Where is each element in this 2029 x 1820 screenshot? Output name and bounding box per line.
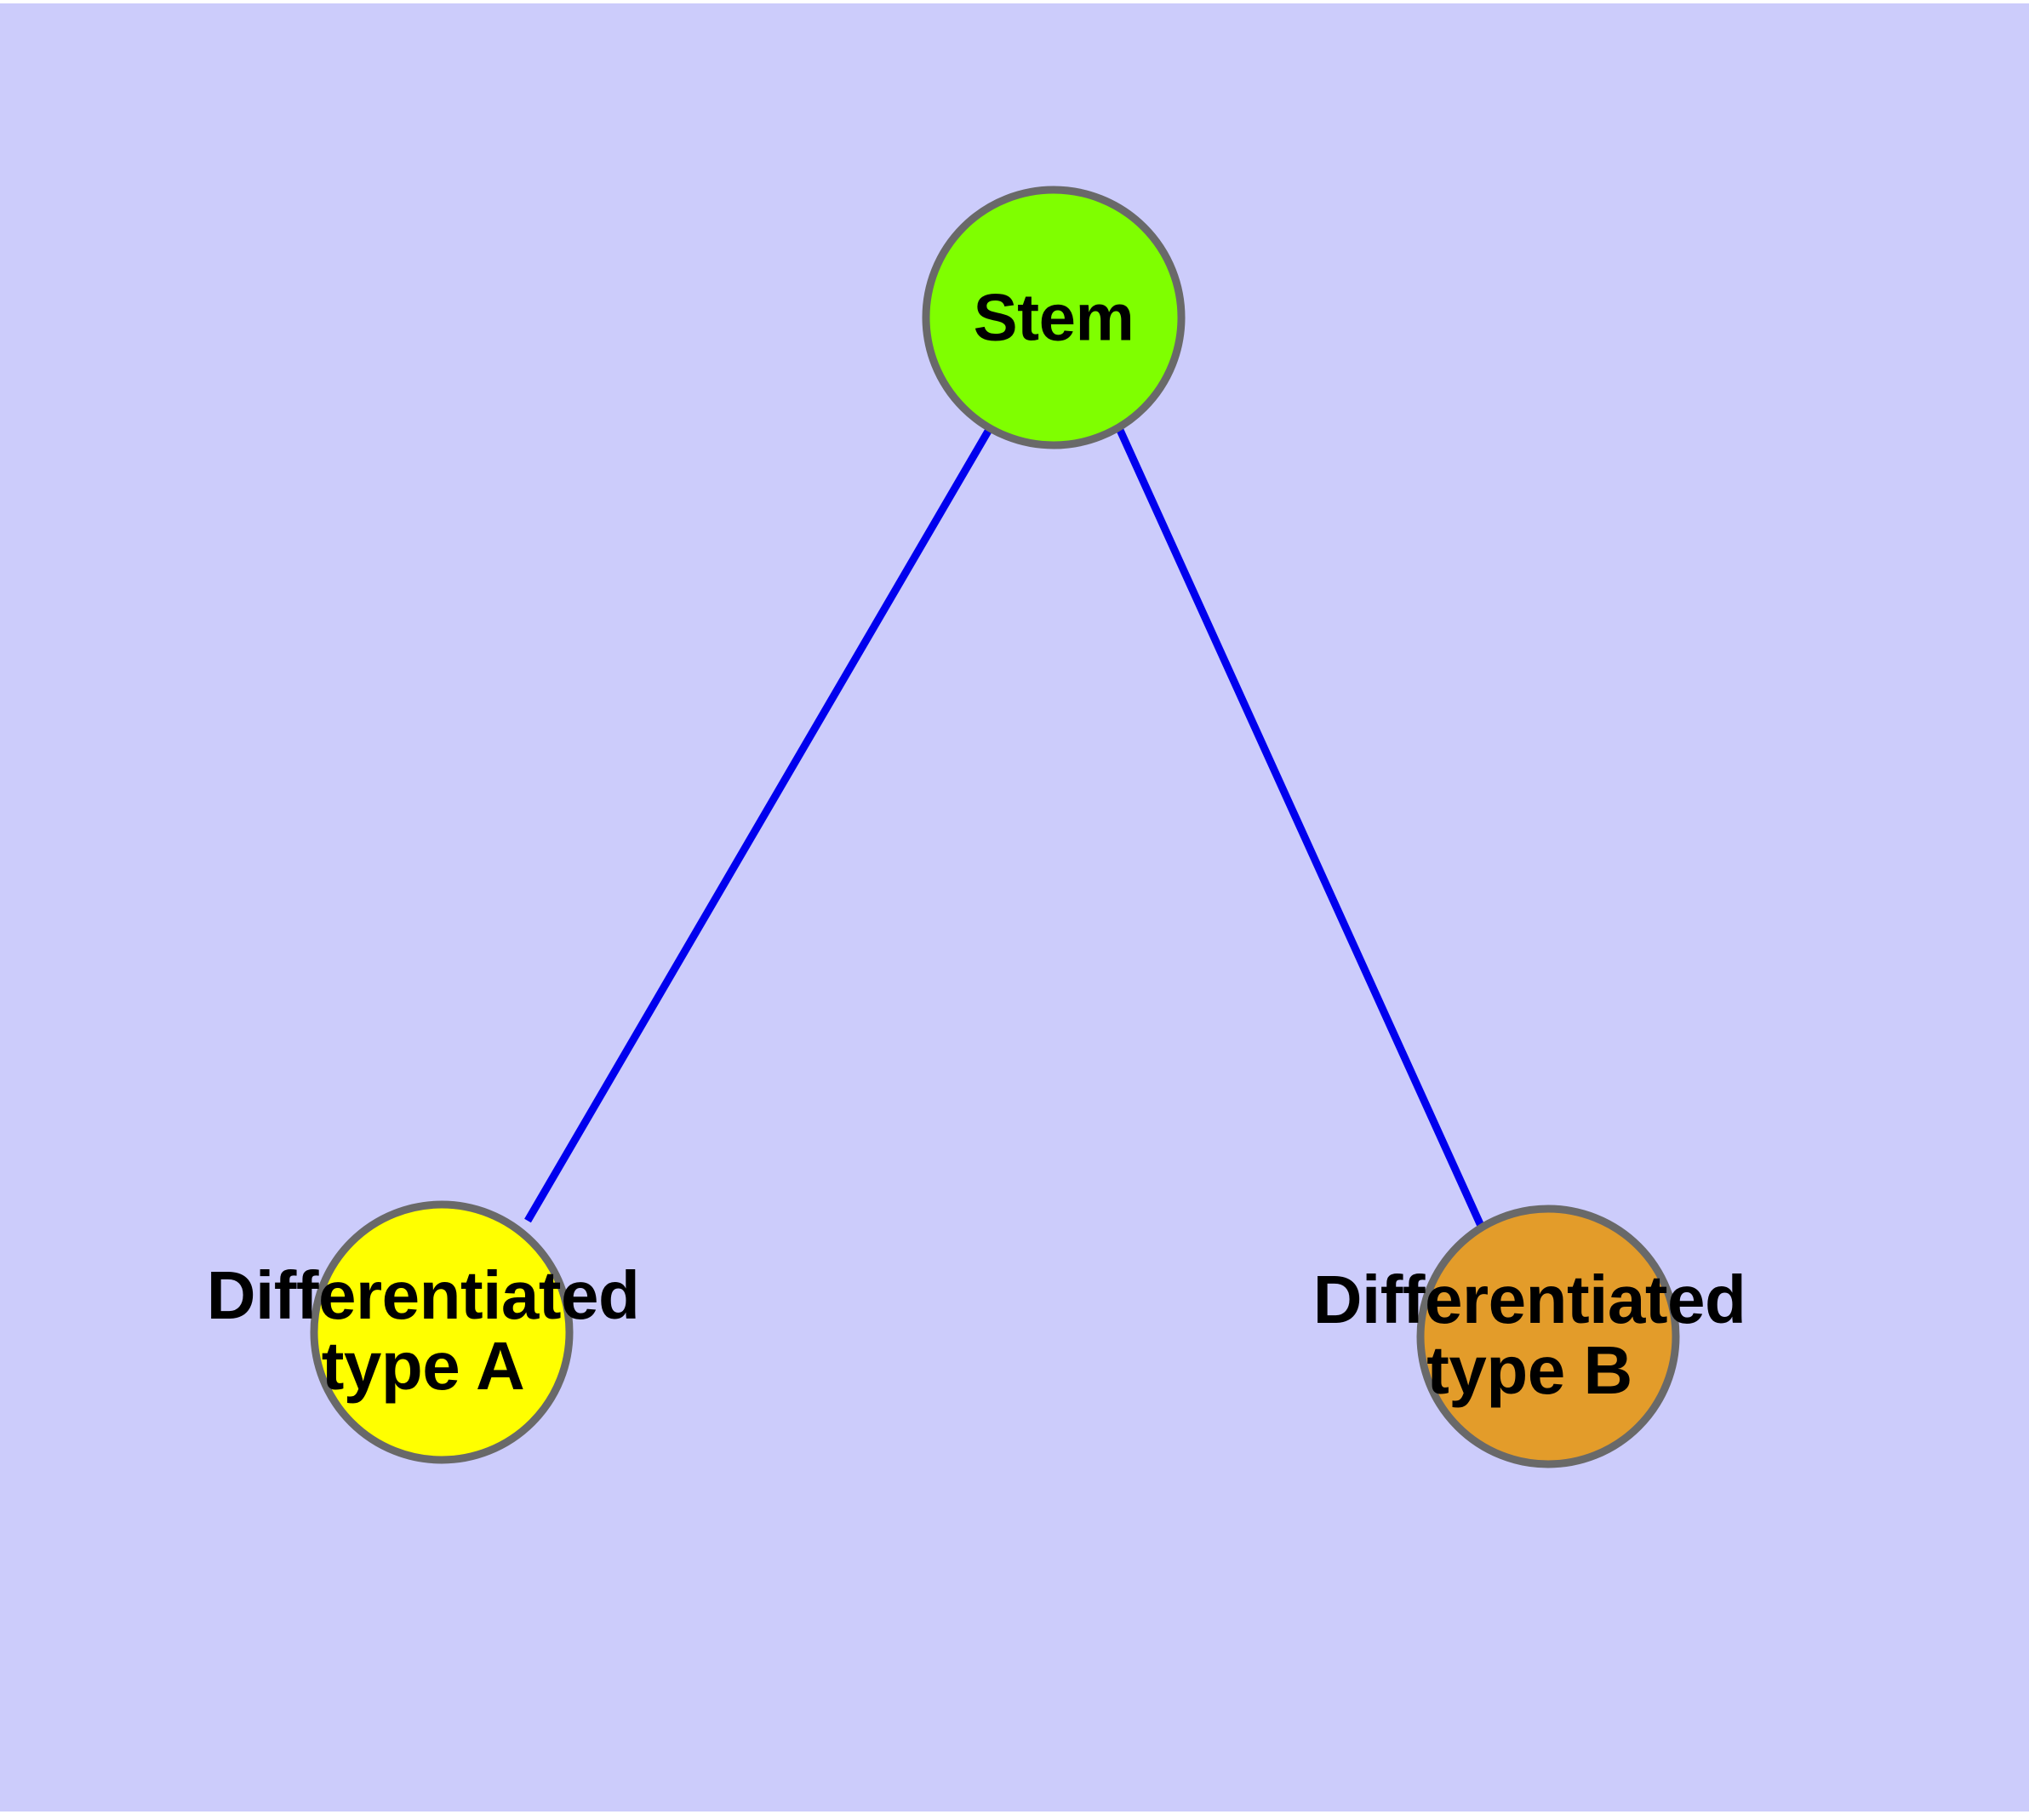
- node-diff-b[interactable]: [1416, 1205, 1680, 1468]
- edge-stem-to-diff-a[interactable]: [524, 426, 993, 1223]
- node-layer: [310, 186, 1680, 1468]
- edge-layer: [524, 426, 1485, 1228]
- node-diff-a[interactable]: [310, 1200, 574, 1464]
- edge-stem-to-diff-b[interactable]: [1115, 426, 1485, 1228]
- node-stem[interactable]: [922, 186, 1186, 449]
